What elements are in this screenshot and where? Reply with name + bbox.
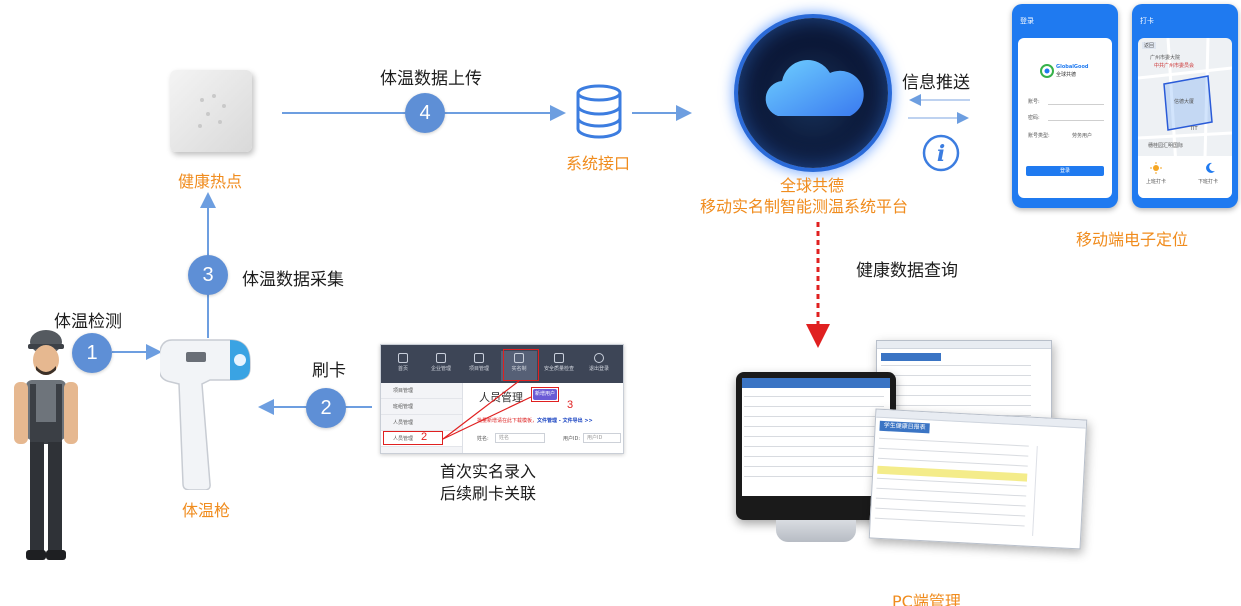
highlight-add-button (531, 387, 559, 402)
admin-page-title: 人员管理 (479, 391, 523, 404)
map-back-tag[interactable]: 返回 (1142, 42, 1157, 49)
login-button[interactable]: 登录 (1026, 166, 1104, 176)
step-4-badge: 4 (405, 93, 445, 133)
filter-userid-input[interactable]: 用户ID (583, 433, 621, 443)
swipe-label: 刷卡 (312, 361, 346, 381)
map-place-5: 穗桂园汇明国际 (1148, 143, 1184, 149)
map-place-1: 广州市委大院 (1150, 55, 1181, 61)
password-field-label: 密码: (1028, 115, 1040, 121)
health-hotspot-device (170, 70, 252, 152)
account-type-value[interactable]: 劳务用户 (1072, 133, 1093, 139)
step-2-badge: 2 (306, 388, 346, 428)
file-export-link[interactable]: 文件管理 - 文件导出 >> (537, 418, 593, 424)
pc-front-window: 学生健康日报表 (868, 408, 1088, 550)
upload-label: 体温数据上传 (380, 69, 482, 89)
filter-userid-label: 用户ID: (563, 436, 581, 442)
phone-checkin-screen: 打卡 返回 广州市委大院 中共广州市委员会 信德大厦 TIT 穗桂园汇明国际 上… (1132, 4, 1238, 208)
nav-logout[interactable]: 退出登录 (581, 351, 617, 381)
annotation-number-3: 3 (567, 399, 574, 411)
gun-label: 体温枪 (182, 501, 231, 520)
clock-in-label[interactable]: 上班打卡 (1146, 179, 1167, 185)
measure-label: 体温检测 (54, 312, 122, 332)
side-item-people-selected[interactable]: 人员管理 (381, 431, 462, 447)
pc-monitor (736, 372, 896, 520)
phone-checkin-title: 打卡 (1140, 17, 1154, 25)
phone-checkin-map: 返回 广州市委大院 中共广州市委员会 信德大厦 TIT 穗桂园汇明国际 上班打卡… (1138, 38, 1232, 198)
globalgood-logo-icon (1040, 64, 1054, 78)
thermometer-gun (160, 339, 251, 490)
query-label: 健康数据查询 (856, 261, 958, 281)
mobile-label: 移动端电子定位 (1076, 230, 1189, 249)
platform-name-line2: 移动实名制智能测温系统平台 (700, 197, 909, 216)
filter-name-input[interactable]: 姓名 (495, 433, 545, 443)
svg-text:i: i (937, 141, 945, 167)
interface-label: 系统接口 (566, 154, 631, 173)
admin-sidebar: 项目管理 班组管理 人员管理 人员管理 (381, 383, 463, 453)
cloud-platform-orb (738, 18, 888, 168)
nav-safety[interactable]: 安全质量检查 (541, 351, 577, 381)
nav-realname[interactable]: 实名制 (501, 351, 537, 381)
worker-figure (14, 330, 78, 560)
side-item-team[interactable]: 班组管理 (381, 399, 462, 415)
map-place-4: TIT (1190, 126, 1198, 132)
cloud-icon (765, 60, 864, 116)
nav-project[interactable]: 项目管理 (461, 351, 497, 381)
nav-home[interactable]: 首页 (385, 351, 421, 381)
highlight-side-item (383, 431, 443, 445)
pc-monitor-stand (776, 520, 856, 542)
database-icon (576, 84, 622, 139)
step-1-badge: 1 (72, 333, 112, 373)
hotspot-label: 健康热点 (178, 172, 243, 191)
collect-label: 体温数据采集 (242, 270, 344, 290)
annotation-arrows (442, 380, 532, 440)
add-user-button[interactable]: 新增用户 (533, 389, 557, 400)
side-item-people[interactable]: 人员管理 (381, 415, 462, 431)
sun-icon (1150, 162, 1162, 174)
push-label: 信息推送 (902, 73, 970, 93)
account-field-label: 账号: (1028, 99, 1040, 105)
admin-top-nav: 首页 企业管理 项目管理 实名制 安全质量检查 退出登录 (381, 345, 623, 383)
map-place-2: 中共广州市委员会 (1154, 63, 1195, 69)
nav-enterprise[interactable]: 企业管理 (423, 351, 459, 381)
moon-icon (1206, 162, 1215, 173)
admin-note: 批量新增请在此下载模板，文件管理 - 文件导出 >> (477, 418, 593, 424)
clock-out-label[interactable]: 下班打卡 (1198, 179, 1219, 185)
step-3-badge: 3 (188, 255, 228, 295)
pc-monitor-screen (742, 378, 890, 496)
first-entry-line1: 首次实名录入 (440, 462, 537, 481)
side-item-project[interactable]: 项目管理 (381, 383, 462, 399)
phone-login-title: 登录 (1020, 17, 1034, 25)
account-type-label: 账号类型: (1028, 133, 1050, 139)
logo-text-en: GlobalGood (1056, 64, 1089, 70)
phone-login-screen: 登录 GlobalGood 全球共德 账号: 密码: 账号类型: 劳务用户 登录 (1012, 4, 1118, 208)
info-icon: i (922, 134, 960, 172)
pc-label: PC端管理 (892, 592, 961, 606)
admin-web-screenshot: 首页 企业管理 项目管理 实名制 安全质量检查 退出登录 项目管理 班组管理 人… (380, 344, 624, 454)
filter-name-label: 姓名: (477, 436, 489, 442)
highlight-realname-nav (503, 349, 539, 381)
phone-login-body: GlobalGood 全球共德 账号: 密码: 账号类型: 劳务用户 登录 (1018, 38, 1112, 198)
platform-name-line1: 全球共德 (780, 176, 845, 195)
logo-text-cn: 全球共德 (1056, 72, 1077, 78)
annotation-number-2: 2 (421, 431, 428, 443)
first-entry-line2: 后续刷卡关联 (440, 484, 537, 503)
pc-report-title: 学生健康日报表 (879, 420, 930, 434)
map-place-3: 信德大厦 (1174, 99, 1195, 105)
